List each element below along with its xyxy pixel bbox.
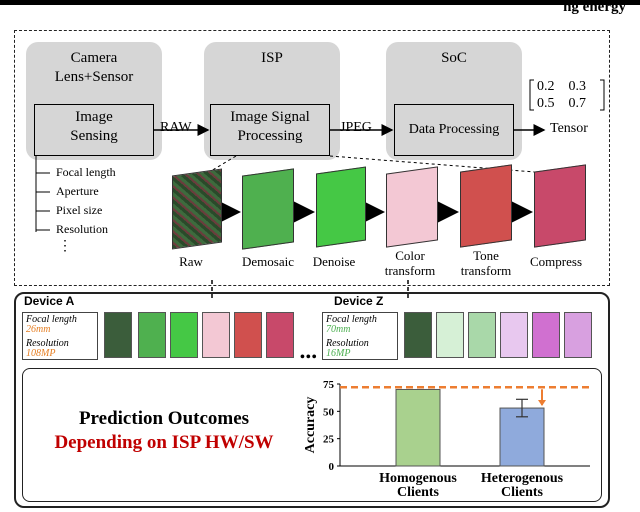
- y-tick-label: 75: [323, 379, 335, 391]
- stage-image-tone: [460, 164, 512, 248]
- pipeline-panel: [14, 30, 610, 286]
- device-z-res-value: 16MP: [326, 348, 351, 359]
- data-processing-box: [394, 104, 514, 156]
- device-a-title: Device A: [24, 294, 75, 308]
- stage-label-raw: Raw: [179, 254, 203, 269]
- image-sensing-label: Image Sensing: [70, 109, 118, 144]
- param-pixel-size: Pixel size: [56, 203, 103, 217]
- param-focal-length: Focal length: [56, 165, 116, 179]
- devices-ellipsis: •••: [300, 350, 318, 365]
- device-z-info: Focal length 70mm Resolution 16MP: [322, 312, 398, 360]
- raw-arrow-label: RAW: [160, 120, 192, 135]
- device-a-info: Focal length 26mm Resolution 108MP: [22, 312, 98, 360]
- device-a-thumb-compress: [266, 312, 294, 358]
- device-a-thumb-raw: [104, 312, 132, 358]
- device-a-thumb-tone: [234, 312, 262, 358]
- device-z-res-label: Resolution: [326, 338, 369, 349]
- x-tick-label: Clients: [397, 485, 440, 500]
- bar: [395, 388, 441, 467]
- param-aperture: Aperture: [56, 184, 99, 198]
- stage-label-color: Color transform: [384, 248, 436, 278]
- x-tick-label: Heterogenous: [481, 471, 564, 486]
- device-a-res-value: 108MP: [26, 348, 56, 359]
- isp-processing-label: Image Signal Processing: [230, 109, 310, 144]
- stage-label-tone: Tone transform: [460, 248, 512, 278]
- device-z-thumb-compress: [564, 312, 592, 358]
- device-a-res-label: Resolution: [26, 338, 69, 349]
- device-a-thumb-denoise: [170, 312, 198, 358]
- camera-title: Camera Lens+Sensor: [54, 50, 134, 85]
- y-tick-label: 0: [329, 461, 335, 473]
- device-a-focal-value: 26mm: [26, 324, 51, 335]
- matrix-cell: 0.7: [568, 96, 587, 111]
- y-tick-label: 25: [323, 434, 335, 446]
- tensor-matrix: 0.2 0.3 0.5 0.7: [537, 78, 586, 112]
- stage-image-color: [386, 166, 438, 248]
- device-a-thumb-demosaic: [138, 312, 166, 358]
- device-z-thumb-demosaic: [436, 312, 464, 358]
- outcome-subtitle: Depending on ISP HW/SW: [54, 432, 274, 453]
- device-z-thumb-raw: [404, 312, 432, 358]
- stage-image-denoise: [316, 166, 366, 248]
- outcome-panel: [22, 368, 602, 502]
- image-sensing-box: [34, 104, 154, 156]
- matrix-cell: 0.5: [537, 96, 555, 111]
- device-z-thumb-tone: [532, 312, 560, 358]
- device-z-thumb-color: [500, 312, 528, 358]
- device-z-focal-label: Focal length: [326, 314, 377, 325]
- device-z-thumb-denoise: [468, 312, 496, 358]
- stage-image-demosaic: [242, 168, 294, 250]
- stage-label-demosaic: Demosaic: [242, 254, 294, 269]
- matrix-cell: 0.2: [537, 79, 555, 94]
- isp-title: ISP: [261, 50, 283, 66]
- param-more: ⋮: [58, 239, 72, 254]
- bottom-panel: [14, 292, 610, 508]
- stage-label-compress: Compress: [530, 254, 582, 269]
- stage-image-raw: [172, 168, 222, 250]
- device-z-focal-value: 70mm: [326, 324, 351, 335]
- soc-title: SoC: [441, 50, 467, 66]
- header-title: ng energy: [563, 0, 626, 15]
- device-z-title: Device Z: [334, 294, 384, 308]
- accuracy-chart: 0255075AccuracyHomogenousClientsHeteroge…: [303, 379, 590, 500]
- y-axis-label: Accuracy: [303, 397, 318, 454]
- y-tick-label: 50: [323, 406, 335, 418]
- stage-image-compress: [534, 164, 586, 248]
- jpeg-arrow-label: JPEG: [340, 120, 372, 135]
- outcome-title: Prediction Outcomes: [78, 408, 250, 429]
- x-tick-label: Homogenous: [379, 471, 457, 486]
- param-resolution: Resolution: [56, 222, 109, 236]
- isp-processing-box: [210, 104, 330, 156]
- device-a-thumb-color: [202, 312, 230, 358]
- device-a-focal-label: Focal length: [26, 314, 77, 325]
- header-rule: [0, 0, 640, 5]
- data-processing-label: Data Processing: [408, 122, 500, 137]
- matrix-cell: 0.3: [568, 79, 587, 94]
- gap-arrow-head: [538, 400, 546, 407]
- x-tick-label: Clients: [501, 485, 544, 500]
- stage-label-denoise: Denoise: [312, 254, 356, 269]
- tensor-label: Tensor: [550, 121, 588, 136]
